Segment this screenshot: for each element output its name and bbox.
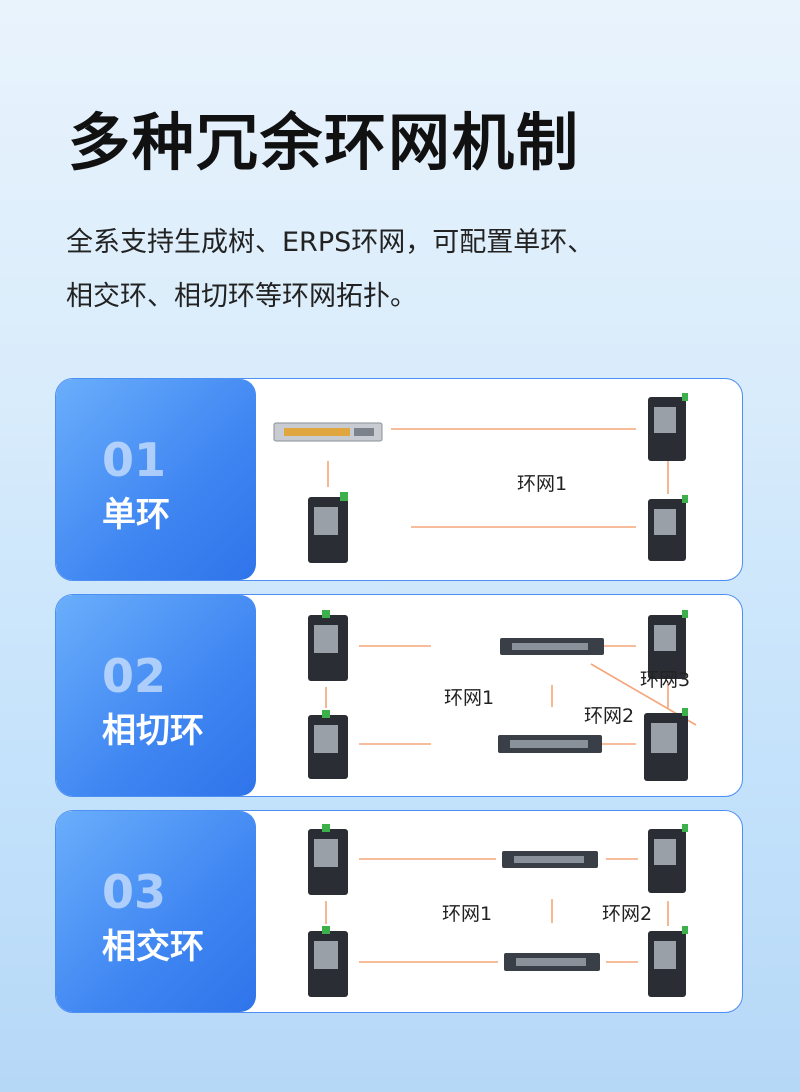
industrial-switch-icon — [648, 610, 688, 679]
topology-card-intersecting-rings: 03 相交环 — [55, 810, 743, 1013]
description-line-2: 相交环、相切环等环网拓扑。 — [66, 281, 417, 312]
page-description: 全系支持生成树、ERPS环网，可配置单环、 相交环、相切环等环网拓扑。 — [66, 216, 706, 324]
ring-diagram: 环网1 环网2 — [256, 811, 742, 1012]
industrial-switch-icon — [644, 708, 688, 781]
rack-switch-icon — [502, 851, 598, 868]
rack-switch-icon — [273, 422, 383, 442]
card-number: 01 — [102, 433, 167, 487]
description-line-1: 全系支持生成树、ERPS环网，可配置单环、 — [66, 227, 595, 258]
industrial-switch-icon — [648, 495, 688, 561]
industrial-switch-icon — [648, 393, 688, 461]
card-title: 相切环 — [102, 711, 204, 751]
card-title: 单环 — [102, 495, 170, 535]
industrial-switch-icon — [648, 926, 688, 997]
card-number: 03 — [102, 865, 167, 919]
industrial-switch-icon — [308, 710, 348, 779]
page-title: 多种冗余环网机制 — [68, 106, 581, 179]
ring-label: 环网1 — [517, 473, 568, 495]
rack-switch-icon — [498, 735, 602, 753]
card-number: 02 — [102, 649, 167, 703]
ring-label: 环网1 — [442, 903, 493, 925]
ring-label: 环网2 — [602, 903, 653, 925]
ring-label: 环网1 — [444, 687, 495, 709]
industrial-switch-icon — [308, 610, 348, 681]
industrial-switch-icon — [648, 824, 688, 893]
ring-label: 环网3 — [640, 669, 691, 691]
ring-diagram: 环网1 环网2 环网3 — [256, 595, 742, 796]
card-header-panel: 01 单环 — [56, 379, 256, 580]
ring-diagram: 环网1 — [256, 379, 742, 580]
ring-label: 环网2 — [584, 705, 635, 727]
industrial-switch-icon — [308, 824, 348, 895]
industrial-switch-icon — [308, 492, 348, 563]
card-header-panel: 02 相切环 — [56, 595, 256, 796]
card-header-panel: 03 相交环 — [56, 811, 256, 1012]
rack-switch-icon — [500, 638, 604, 655]
industrial-switch-icon — [308, 926, 348, 997]
topology-card-single-ring: 01 单环 — [55, 378, 743, 581]
card-title: 相交环 — [102, 927, 204, 967]
rack-switch-icon — [504, 953, 600, 971]
topology-card-tangent-rings: 02 相切环 — [55, 594, 743, 797]
